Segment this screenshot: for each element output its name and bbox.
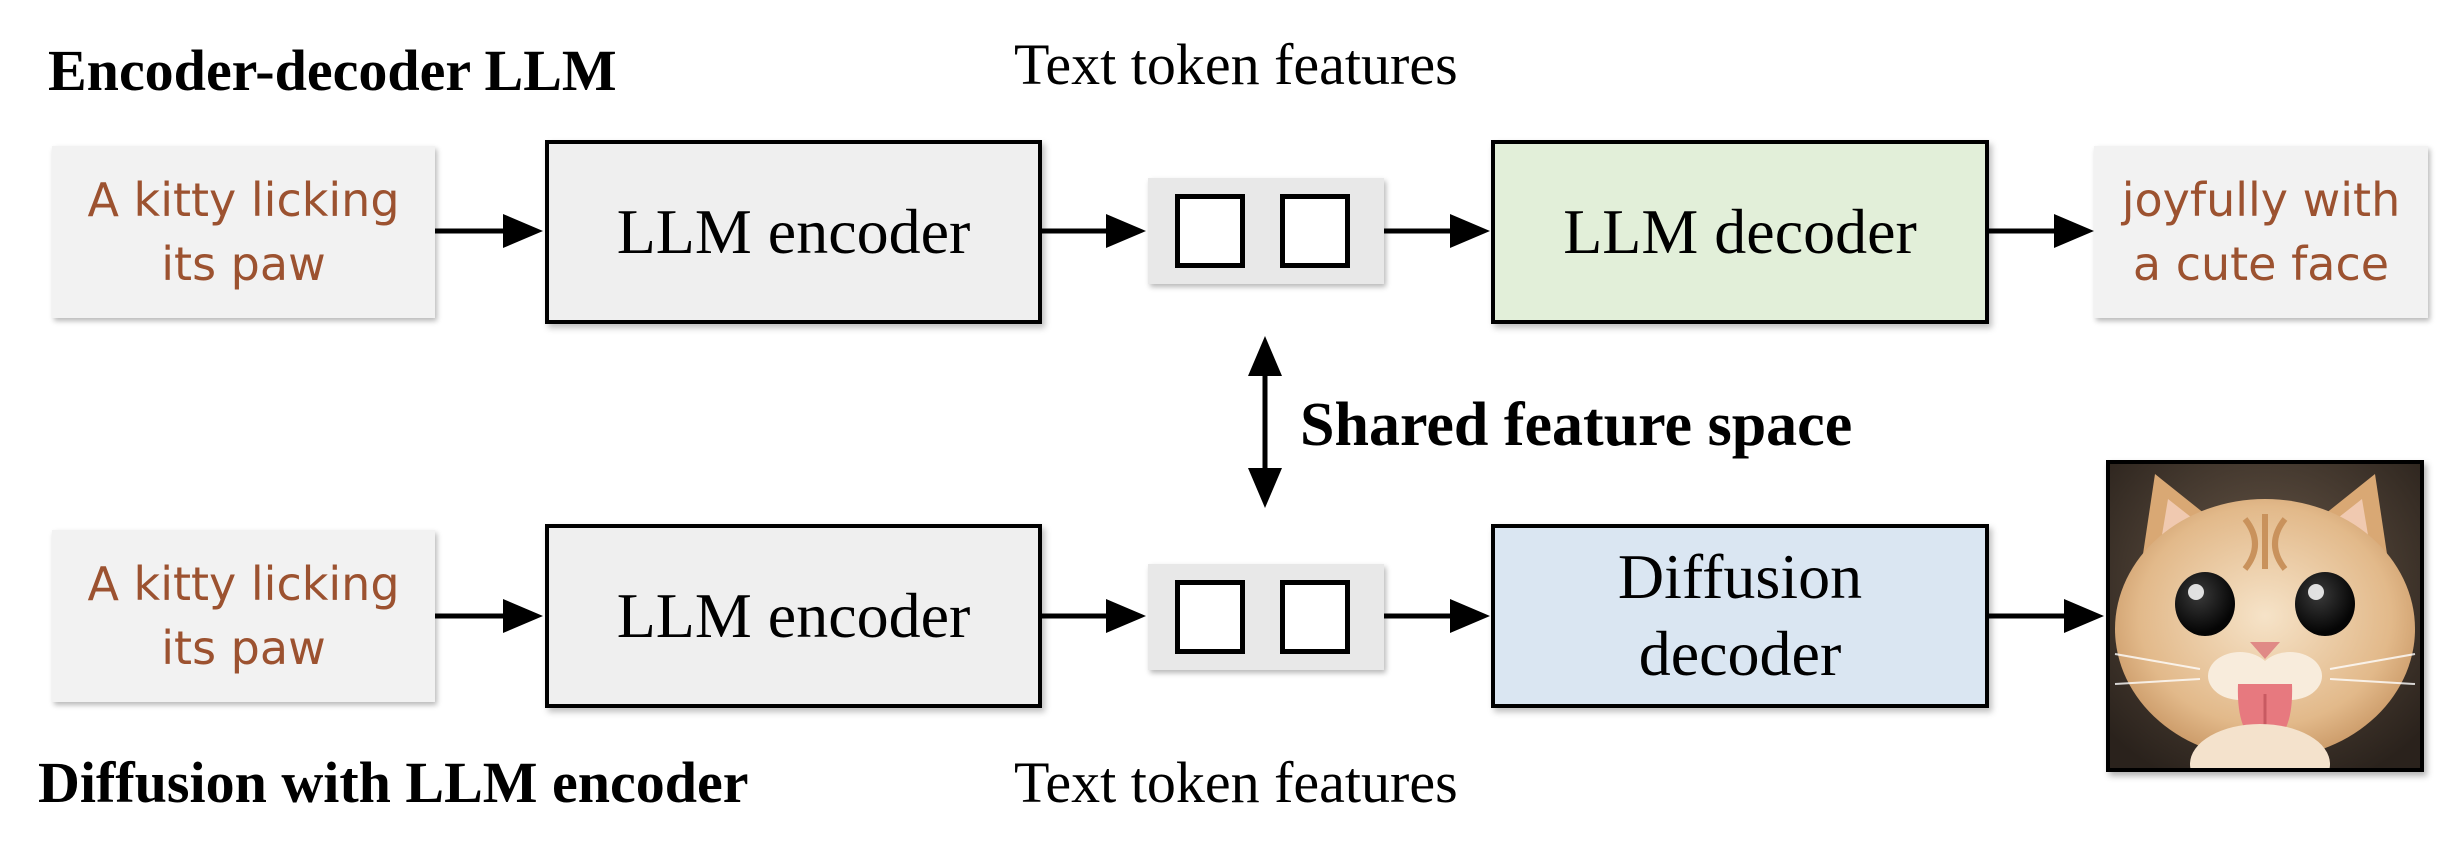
top-llm-decoder-block: LLM decoder [1491, 140, 1989, 324]
token-box [1280, 580, 1350, 654]
token-box [1175, 194, 1245, 268]
top-features-caption: Text token features [1014, 32, 1458, 97]
bottom-llm-encoder-label: LLM encoder [616, 579, 971, 651]
bottom-diffusion-decoder-block: Diffusion decoder [1491, 524, 1989, 708]
top-output-text-card: joyfully with a cute face [2094, 146, 2428, 318]
shared-feature-space-label: Shared feature space [1300, 391, 1853, 459]
top-llm-encoder-block: LLM encoder [545, 140, 1042, 324]
top-output-text: joyfully with a cute face [2121, 172, 2401, 291]
top-input-text-card: A kitty licking its paw [52, 146, 435, 318]
bottom-input-text: A kitty licking its paw [87, 556, 400, 675]
bottom-llm-encoder-block: LLM encoder [545, 524, 1042, 708]
bottom-features-caption: Text token features [1014, 750, 1458, 815]
top-row-heading: Encoder-decoder LLM [48, 38, 617, 103]
bottom-token-features [1148, 564, 1384, 670]
token-box [1280, 194, 1350, 268]
top-input-text: A kitty licking its paw [87, 172, 400, 291]
bottom-diffusion-decoder-label: Diffusion decoder [1617, 541, 1863, 689]
token-box [1175, 580, 1245, 654]
bottom-input-text-card: A kitty licking its paw [52, 530, 435, 702]
cat-illustration [2110, 464, 2420, 768]
cat-output-image [2106, 460, 2424, 772]
bottom-row-heading: Diffusion with LLM encoder [38, 750, 749, 815]
top-llm-encoder-label: LLM encoder [616, 195, 971, 267]
top-token-features [1148, 178, 1384, 284]
top-llm-decoder-label: LLM decoder [1563, 195, 1917, 267]
